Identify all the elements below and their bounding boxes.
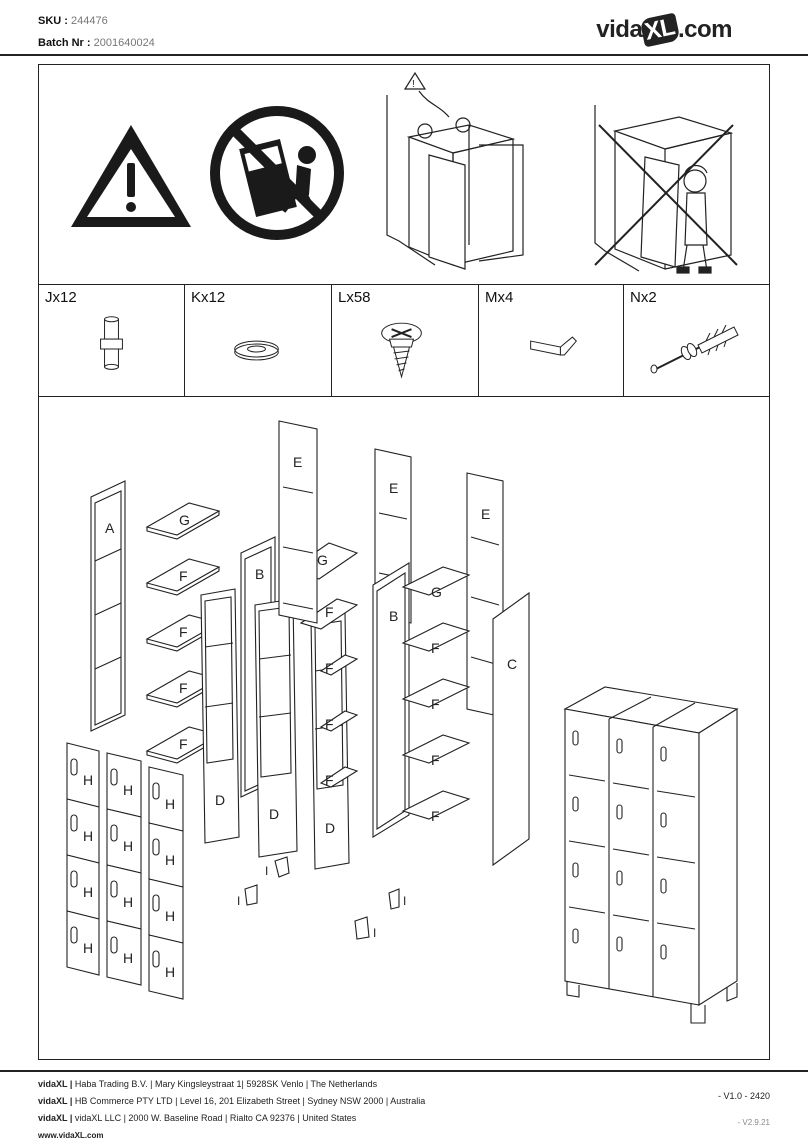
- hardware-item-k: Kx12: [185, 285, 332, 397]
- address-australia: vidaXL | HB Commerce PTY LTD | Level 16,…: [38, 1096, 426, 1106]
- shelf-stack-middle: G F F F F: [289, 542, 359, 788]
- hardware-label: Jx12: [45, 289, 77, 306]
- panel-a: A: [90, 480, 126, 732]
- exploded-assembly-view: A G F F F F: [39, 397, 769, 1059]
- svg-text:G: G: [317, 552, 328, 568]
- sku-value: 244476: [71, 15, 108, 27]
- svg-text:F: F: [179, 568, 188, 584]
- batch-value: 2001640024: [93, 37, 155, 49]
- footer-divider: [0, 1070, 808, 1072]
- svg-text:F: F: [179, 680, 188, 696]
- svg-text:I: I: [403, 894, 406, 908]
- svg-text:H: H: [165, 964, 175, 980]
- svg-text:E: E: [389, 480, 398, 496]
- svg-text:E: E: [481, 506, 490, 522]
- document-header: SKU : 244476 Batch Nr : 2001640024: [38, 10, 155, 54]
- svg-text:H: H: [165, 852, 175, 868]
- address-united-states: vidaXL | vidaXL LLC | 2000 W. Baseline R…: [38, 1113, 357, 1123]
- hardware-list: Jx12 Kx12 Lx58: [39, 285, 769, 397]
- svg-text:F: F: [325, 660, 334, 676]
- shelf-stack-right: G F F F F: [401, 566, 471, 824]
- footer-addresses: vidaXL | Haba Trading B.V. | Mary Kingsl…: [38, 1076, 425, 1142]
- svg-text:A: A: [105, 520, 115, 536]
- svg-text:H: H: [83, 884, 93, 900]
- svg-text:F: F: [325, 604, 334, 620]
- header-divider: [0, 54, 808, 56]
- svg-text:F: F: [431, 696, 440, 712]
- svg-text:F: F: [431, 808, 440, 824]
- l-bracket-icon: [530, 336, 578, 356]
- svg-text:I: I: [373, 926, 376, 940]
- hardware-item-m: Mx4: [479, 285, 624, 397]
- svg-text:D: D: [215, 792, 225, 808]
- vidaxl-logo: vidaXL.com: [596, 12, 733, 48]
- svg-text:F: F: [179, 736, 188, 752]
- svg-text:!: !: [412, 79, 415, 90]
- svg-text:E: E: [293, 454, 302, 470]
- hardware-label: Mx4: [485, 289, 514, 306]
- anchor-bolt-icon: [650, 324, 739, 374]
- hardware-item-l: Lx58: [332, 285, 479, 397]
- template-version: - V2.9.21: [737, 1118, 770, 1127]
- website-link[interactable]: www.vidaXL.com: [38, 1131, 104, 1140]
- instruction-frame: ! Jx12: [38, 64, 770, 1060]
- hardware-label: Nx2: [630, 289, 657, 306]
- doors-h: H H H H H H H H: [66, 742, 184, 1000]
- svg-text:H: H: [83, 828, 93, 844]
- svg-text:F: F: [325, 772, 334, 788]
- wall-anchor-illustration-icon: !: [386, 71, 524, 270]
- svg-text:F: F: [431, 640, 440, 656]
- svg-text:G: G: [179, 512, 190, 528]
- svg-text:B: B: [255, 566, 264, 582]
- svg-text:D: D: [325, 820, 335, 836]
- door-column-1: H H H H: [66, 742, 100, 976]
- svg-text:D: D: [269, 806, 279, 822]
- panel-c: C: [492, 591, 530, 867]
- panel-b-right: B: [372, 562, 410, 838]
- hardware-item-j: Jx12: [39, 285, 185, 397]
- svg-text:H: H: [83, 940, 93, 956]
- door-column-3: H H H H: [148, 766, 184, 1000]
- sku-line: SKU : 244476: [38, 15, 108, 27]
- shelf-pin-icon: [100, 316, 123, 370]
- washer-icon: [234, 340, 279, 361]
- hardware-item-n: Nx2: [624, 285, 769, 397]
- address-netherlands: vidaXL | Haba Trading B.V. | Mary Kingsl…: [38, 1079, 378, 1089]
- safety-warnings: !: [39, 65, 769, 285]
- svg-text:H: H: [165, 908, 175, 924]
- hardware-label: Lx58: [338, 289, 371, 306]
- svg-text:G: G: [431, 584, 442, 600]
- assembled-locker-illustration: [563, 686, 739, 1024]
- legs-i: I I I I: [237, 856, 406, 940]
- batch-line: Batch Nr : 2001640024: [38, 37, 155, 49]
- svg-text:F: F: [431, 752, 440, 768]
- svg-text:H: H: [83, 772, 93, 788]
- no-climbing-icon: [210, 106, 344, 240]
- svg-text:F: F: [325, 716, 334, 732]
- svg-text:H: H: [123, 894, 133, 910]
- svg-text:F: F: [179, 624, 188, 640]
- hardware-label: Kx12: [191, 289, 226, 306]
- screw-icon: [381, 322, 422, 379]
- svg-text:H: H: [123, 950, 133, 966]
- do-not-open-unanchored-icon: [594, 105, 738, 274]
- svg-text:B: B: [389, 608, 398, 624]
- svg-text:H: H: [165, 796, 175, 812]
- svg-text:H: H: [123, 782, 133, 798]
- svg-text:C: C: [507, 656, 517, 672]
- svg-text:H: H: [123, 838, 133, 854]
- document-version: - V1.0 - 2420: [717, 1091, 770, 1101]
- svg-text:I: I: [237, 894, 240, 908]
- door-column-2: H H H H: [106, 752, 142, 986]
- warning-triangle-icon: [71, 125, 191, 227]
- svg-text:I: I: [265, 864, 268, 878]
